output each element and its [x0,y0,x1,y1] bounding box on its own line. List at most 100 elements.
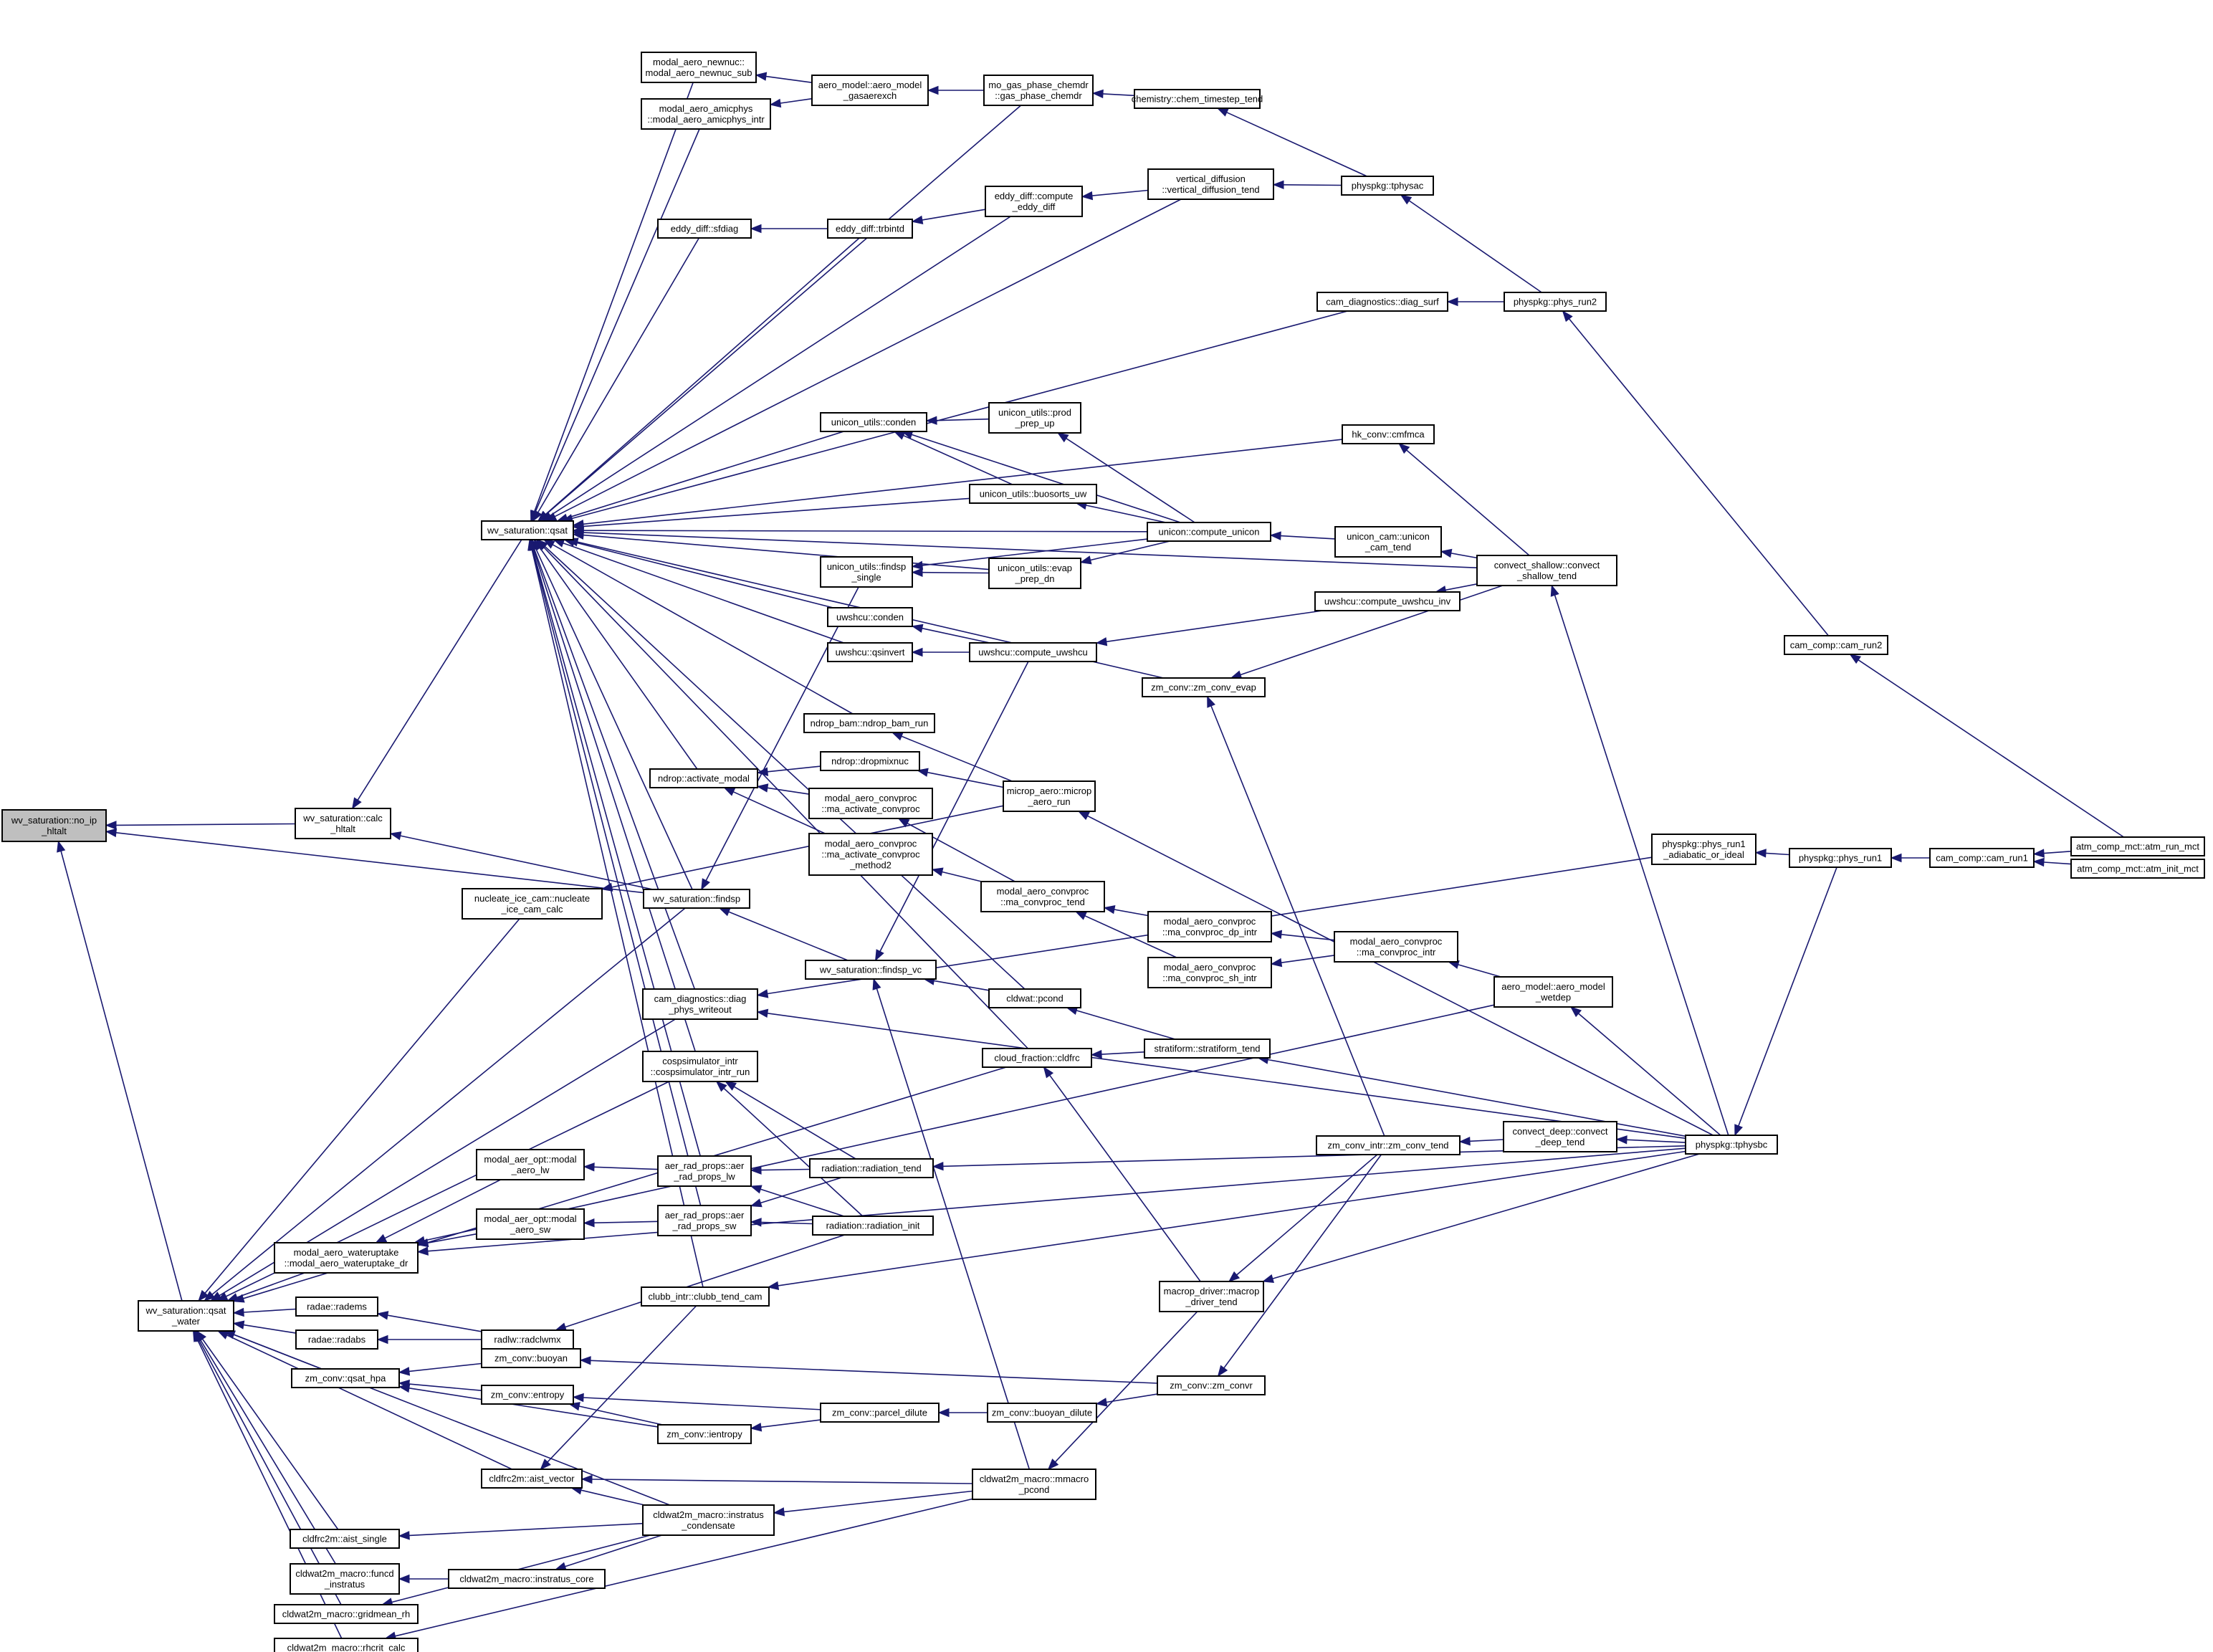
node-no-ip-hltalt[interactable]: wv_saturation::no_ip_hltalt [1,809,107,842]
node-uw-qsinvert[interactable]: uwshcu::qsinvert [827,642,913,662]
node-findsp[interactable]: wv_saturation::findsp [643,889,750,909]
node-instratus[interactable]: cldwat2m_macro::instratus_condensate [642,1504,775,1536]
node-label: clubb_intr::clubb_tend_cam [649,1291,763,1302]
node-label: _hltalt [41,826,67,836]
node-gasaerexch[interactable]: aero_model::aero_model_gasaerexch [811,75,929,106]
call-edge-conden-to-qsat [556,431,844,522]
call-edge-cldfrc-to-qsat [535,539,1028,1049]
node-cldfrc[interactable]: cloud_fraction::cldfrc [982,1048,1092,1068]
node-instratus-core[interactable]: cldwat2m_macro::instratus_core [448,1569,606,1589]
node-prod-prep[interactable]: unicon_utils::prod_prep_up [988,402,1081,434]
node-aer-rad-lw[interactable]: aer_rad_props::aer_rad_props_lw [657,1155,752,1187]
node-diag-phys[interactable]: cam_diagnostics::diag_phys_writeout [642,988,758,1020]
node-dropmixnuc[interactable]: ndrop::dropmixnuc [820,751,920,771]
node-aist-single[interactable]: cldfrc2m::aist_single [290,1529,400,1549]
node-findsp-single[interactable]: unicon_utils::findsp_single [820,556,913,588]
node-vdiff[interactable]: vertical_diffusion::vertical_diffusion_t… [1147,168,1274,200]
node-phys-run1-ai[interactable]: physpkg::phys_run1_adiabatic_or_ideal [1651,834,1756,865]
node-label: wv_saturation::qsat [145,1305,226,1316]
node-nucleate[interactable]: nucleate_ice_cam::nucleate_ice_cam_calc [462,888,603,920]
node-evap-prep[interactable]: unicon_utils::evap_prep_dn [988,558,1081,589]
node-ma-activate[interactable]: modal_aero_convproc::ma_activate_convpro… [808,788,933,819]
node-parcel-dilute[interactable]: zm_conv::parcel_dilute [820,1403,940,1423]
node-convect-shallow[interactable]: convect_shallow::convect_shallow_tend [1476,555,1617,586]
node-zm-conv-tend[interactable]: zm_conv_intr::zm_conv_tend [1316,1135,1461,1155]
node-entropy[interactable]: zm_conv::entropy [481,1385,574,1405]
node-zm-conv-evap[interactable]: zm_conv::zm_conv_evap [1142,677,1266,697]
node-ma-convproc-tend[interactable]: modal_aero_convproc::ma_convproc_tend [980,881,1105,912]
node-wetdep[interactable]: aero_model::aero_model_wetdep [1493,976,1613,1008]
call-edge-ma_convproc_tend-to-ma_activate2 [931,867,982,882]
node-calc-hltalt[interactable]: wv_saturation::calc_hltalt [295,808,391,839]
node-trbintd[interactable]: eddy_diff::trbintd [827,219,913,239]
node-buoyan[interactable]: zm_conv::buoyan [481,1348,581,1368]
node-aist-vector[interactable]: cldfrc2m::aist_vector [481,1469,583,1489]
node-aer-lw-opt[interactable]: modal_aer_opt::modal_aero_lw [476,1149,585,1180]
node-tphysac[interactable]: physpkg::tphysac [1341,176,1434,196]
node-eddy-compute[interactable]: eddy_diff::compute_eddy_diff [985,186,1083,217]
node-ma-activate2[interactable]: modal_aero_convproc::ma_activate_convpro… [808,833,933,876]
call-edge-trbintd-to-qsat [537,237,860,522]
node-ma-dp[interactable]: modal_aero_convproc::ma_convproc_dp_intr [1147,911,1272,942]
node-radabs[interactable]: radae::radabs [295,1329,378,1350]
call-edge-rad_tend-to-cosp [725,1081,856,1160]
node-rad-init[interactable]: radiation::radiation_init [812,1216,934,1236]
node-sfdiag[interactable]: eddy_diff::sfdiag [657,219,752,239]
call-edge-compute_unicon-to-findsp_single [911,538,1148,570]
node-stratiform[interactable]: stratiform::stratiform_tend [1144,1039,1271,1059]
node-buosorts[interactable]: unicon_utils::buosorts_uw [969,484,1097,504]
node-rad-tend[interactable]: radiation::radiation_tend [809,1158,934,1178]
node-conden[interactable]: unicon_utils::conden [820,412,927,432]
node-hk-cmfmca[interactable]: hk_conv::cmfmca [1342,424,1435,444]
node-radems[interactable]: radae::radems [295,1297,378,1317]
node-uw-inv[interactable]: uwshcu::compute_uwshcu_inv [1314,591,1461,611]
node-gridmean[interactable]: cldwat2m_macro::gridmean_rh [274,1604,419,1624]
call-edge-findsp_vc-to-findsp [718,907,849,961]
node-clubb[interactable]: clubb_intr::clubb_tend_cam [641,1286,770,1307]
node-label: eddy_diff::compute [995,191,1074,201]
node-microp-aero[interactable]: microp_aero::microp_aero_run [1003,780,1096,812]
node-ma-intr[interactable]: modal_aero_convproc::ma_convproc_intr [1334,931,1458,963]
node-aer-sw-opt[interactable]: modal_aer_opt::modal_aero_sw [476,1208,585,1240]
call-edge-unicon_cam-to-compute_unicon [1269,531,1336,540]
node-funcd[interactable]: cldwat2m_macro::funcd_instratus [290,1563,400,1595]
node-ma-sh[interactable]: modal_aero_convproc::ma_convproc_sh_intr [1147,957,1272,988]
node-buoyan-dilute[interactable]: zm_conv::buoyan_dilute [987,1403,1097,1423]
node-uw-conden[interactable]: uwshcu::conden [827,607,913,627]
node-phys-run2[interactable]: physpkg::phys_run2 [1504,292,1607,312]
node-cldwat-pcond[interactable]: cldwat::pcond [988,988,1081,1008]
node-mmacro[interactable]: cldwat2m_macro::mmacro_pcond [972,1469,1096,1500]
node-compute-unicon[interactable]: unicon::compute_unicon [1147,522,1271,542]
node-label: zm_conv::qsat_hpa [305,1373,387,1384]
node-activate-modal[interactable]: ndrop::activate_modal [649,768,758,788]
node-atm-run[interactable]: atm_comp_mct::atm_run_mct [2070,836,2205,856]
node-cosp[interactable]: cospsimulator_intr::cospsimulator_intr_r… [642,1051,758,1082]
node-atm-init[interactable]: atm_comp_mct::atm_init_mct [2070,859,2205,879]
node-gas-phase[interactable]: mo_gas_phase_chemdr::gas_phase_chemdr [983,75,1094,106]
node-amicphys[interactable]: modal_aero_amicphys::modal_aero_amicphys… [641,98,771,130]
node-cam-run2[interactable]: cam_comp::cam_run2 [1784,635,1888,655]
node-ndrop-bam[interactable]: ndrop_bam::ndrop_bam_run [803,713,935,733]
node-macrop-driver[interactable]: macrop_driver::macrop_driver_tend [1159,1281,1264,1312]
node-wateruptake[interactable]: modal_aero_wateruptake::modal_aero_water… [274,1242,419,1274]
node-ientropy[interactable]: zm_conv::ientropy [657,1424,752,1444]
node-chem-ts[interactable]: chemistry::chem_timestep_tend [1132,89,1263,109]
node-qsat-water[interactable]: wv_saturation::qsat_water [138,1300,234,1332]
node-convect-deep[interactable]: convect_deep::convect_deep_tend [1503,1121,1617,1152]
node-unicon-cam[interactable]: unicon_cam::unicon_cam_tend [1334,526,1442,558]
node-newnuc[interactable]: modal_aero_newnuc::modal_aero_newnuc_sub [641,52,757,83]
node-rhcrit[interactable]: cldwat2m_macro::rhcrit_calc [274,1638,419,1652]
node-aer-rad-sw[interactable]: aer_rad_props::aer_rad_props_sw [657,1205,752,1236]
node-diag-surf[interactable]: cam_diagnostics::diag_surf [1316,292,1448,312]
node-radclwmx[interactable]: radlw::radclwmx [481,1329,574,1350]
node-zm-convr[interactable]: zm_conv::zm_convr [1157,1375,1266,1395]
node-uw-compute[interactable]: uwshcu::compute_uwshcu [969,642,1097,662]
node-findsp-vc[interactable]: wv_saturation::findsp_vc [805,960,937,980]
call-edge-convect_deep-to-zm_conv_tend [1458,1137,1504,1146]
node-qsat-hpa[interactable]: zm_conv::qsat_hpa [291,1368,400,1388]
node-cam-run1[interactable]: cam_comp::cam_run1 [1929,848,2035,868]
node-phys-run1[interactable]: physpkg::phys_run1 [1789,848,1892,868]
node-tphysbc[interactable]: physpkg::tphysbc [1685,1135,1778,1155]
node-qsat[interactable]: wv_saturation::qsat [481,520,574,540]
node-label: modal_aero_convproc [1164,962,1256,973]
